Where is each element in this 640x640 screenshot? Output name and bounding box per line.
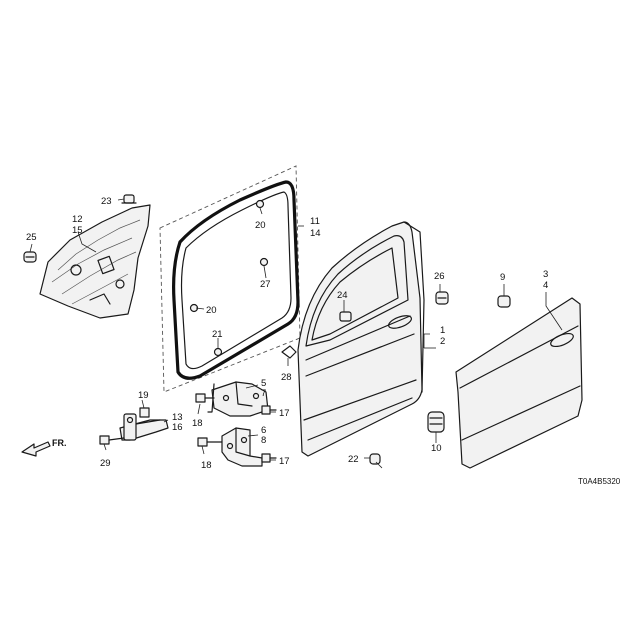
- callout-23: 23: [101, 196, 112, 207]
- callout-16: 16: [172, 422, 183, 433]
- callout-21: 21: [212, 329, 223, 340]
- callout-3: 3: [543, 269, 548, 280]
- callout-7: 7: [261, 388, 266, 399]
- callout-18-upper: 18: [192, 418, 203, 429]
- bolt-17-lower-part: [261, 453, 277, 463]
- grommet-9-part: [497, 295, 511, 308]
- buffer-10-part: [427, 411, 445, 433]
- callout-28: 28: [281, 372, 292, 383]
- inner-panel-part: [39, 204, 151, 319]
- door-shell-part: [297, 221, 425, 457]
- lower-hinge-part: [221, 427, 263, 467]
- callout-22: 22: [348, 454, 359, 465]
- callout-14: 14: [310, 228, 321, 239]
- callout-20-upper: 20: [255, 220, 266, 231]
- callout-15: 15: [72, 225, 83, 236]
- callout-20-lower: 20: [206, 305, 217, 316]
- bolt-17-upper-part: [261, 405, 277, 415]
- outer-skin-part: [455, 297, 583, 469]
- clip-25-part: [23, 251, 37, 263]
- upper-hinge-part: [207, 381, 269, 417]
- callout-27: 27: [260, 279, 271, 290]
- callout-2: 2: [440, 336, 445, 347]
- bumper-24-part: [339, 311, 352, 322]
- door-checker-part: [119, 413, 169, 441]
- callout-4: 4: [543, 280, 548, 291]
- bolt-29-part: [99, 435, 125, 445]
- bolt-18-lower-part: [197, 437, 223, 447]
- leader-lines: [29, 198, 563, 469]
- callout-18-lower: 18: [201, 460, 212, 471]
- callout-11: 11: [310, 216, 320, 227]
- bolt-18-upper-part: [195, 393, 215, 403]
- callout-9: 9: [500, 272, 505, 283]
- front-direction-label: FR.: [52, 438, 67, 448]
- callout-labels: 23 12 15 25 11 14 20 27 20 21 5 7 17 18 …: [26, 196, 548, 471]
- callout-17-upper: 17: [279, 408, 290, 419]
- callout-26: 26: [434, 271, 445, 282]
- weatherstrip-part: [159, 165, 301, 393]
- callout-25: 25: [26, 232, 37, 243]
- callout-6: 6: [261, 425, 266, 436]
- callout-8: 8: [261, 435, 266, 446]
- plug-28-part: [281, 345, 297, 359]
- front-direction-arrow: FR.: [21, 438, 67, 457]
- callout-13: 13: [172, 412, 183, 423]
- callout-12: 12: [72, 214, 83, 225]
- callout-19: 19: [138, 390, 149, 401]
- callout-1: 1: [440, 325, 445, 336]
- callout-10: 10: [431, 443, 442, 454]
- callout-5: 5: [261, 378, 266, 389]
- bolt-19-part: [139, 407, 150, 418]
- callout-17-lower: 17: [279, 456, 290, 467]
- diagram-code: T0A4B5320: [578, 477, 621, 486]
- grommet-26-part: [435, 291, 449, 305]
- plug-22-part: [369, 453, 381, 465]
- callout-29: 29: [100, 458, 111, 469]
- callout-24: 24: [337, 290, 348, 301]
- clip-23-part: [121, 194, 137, 204]
